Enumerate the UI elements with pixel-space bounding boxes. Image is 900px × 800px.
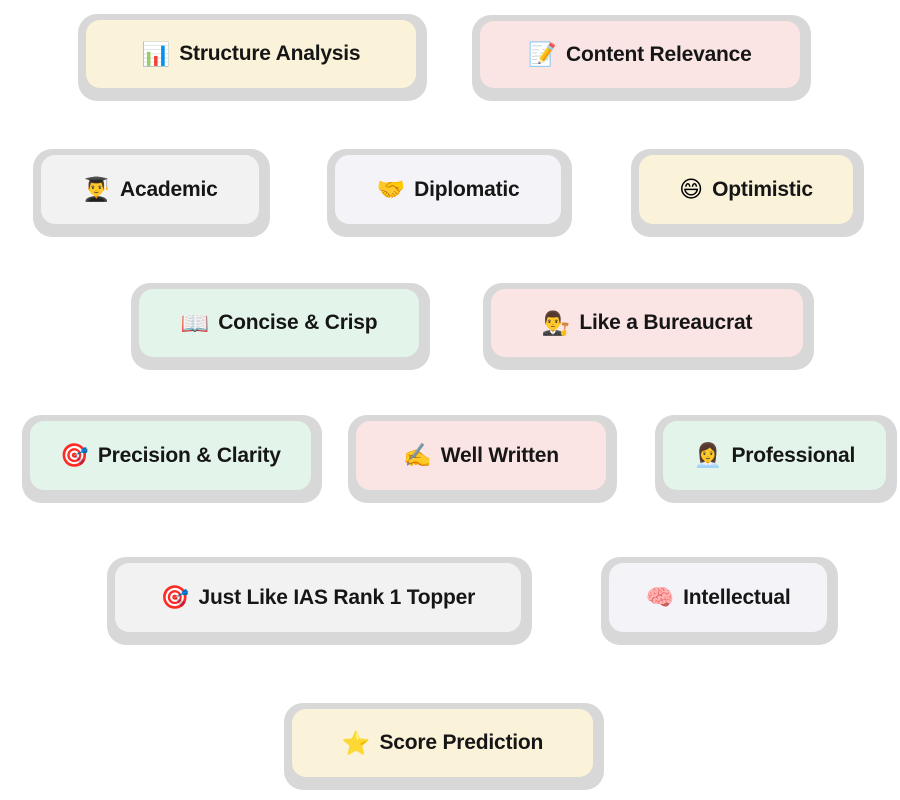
chip-ias-rank-1-topper[interactable]: 🎯 Just Like IAS Rank 1 Topper — [107, 557, 532, 645]
chip-intellectual[interactable]: 🧠 Intellectual — [601, 557, 838, 645]
chip-label: Well Written — [440, 443, 559, 467]
memo-icon: 📝 — [528, 41, 557, 67]
writing-hand-icon: ✍️ — [403, 442, 432, 468]
target-icon: 🎯 — [60, 442, 89, 468]
chip-surface: 🤝 Diplomatic — [335, 155, 561, 224]
grinning-face-icon: 😄 — [679, 176, 704, 202]
chip-surface: 🎯 Just Like IAS Rank 1 Topper — [115, 563, 521, 632]
chip-well-written[interactable]: ✍️ Well Written — [348, 415, 617, 503]
chip-optimistic[interactable]: 😄 Optimistic — [631, 149, 864, 237]
chip-surface: 👨‍🎓 Academic — [41, 155, 259, 224]
chip-concise-crisp[interactable]: 📖 Concise & Crisp — [131, 283, 430, 370]
chip-surface: ⭐ Score Prediction — [292, 709, 593, 777]
chip-surface: ✍️ Well Written — [356, 421, 606, 490]
chip-professional[interactable]: 👩‍💼 Professional — [655, 415, 897, 503]
chip-diplomatic[interactable]: 🤝 Diplomatic — [327, 149, 572, 237]
chip-content-relevance[interactable]: 📝 Content Relevance — [472, 15, 811, 101]
chip-surface: 😄 Optimistic — [639, 155, 853, 224]
chip-label: Diplomatic — [414, 177, 520, 201]
chip-structure-analysis[interactable]: 📊 Structure Analysis — [78, 14, 427, 101]
office-worker-icon: 👩‍💼 — [693, 442, 723, 468]
chip-surface: 🎯 Precision & Clarity — [30, 421, 311, 490]
bar-chart-icon: 📊 — [141, 40, 171, 67]
chip-surface: 📝 Content Relevance — [480, 21, 800, 88]
open-book-icon: 📖 — [180, 309, 210, 336]
chip-surface: 👨‍⚖️ Like a Bureaucrat — [491, 289, 803, 357]
chip-surface: 📊 Structure Analysis — [86, 20, 416, 88]
graduate-icon: 👨‍🎓 — [82, 176, 111, 202]
target-icon: 🎯 — [160, 584, 190, 610]
chip-surface: 👩‍💼 Professional — [663, 421, 886, 490]
chip-label: Optimistic — [712, 177, 813, 201]
chip-surface: 📖 Concise & Crisp — [139, 289, 419, 357]
chip-score-prediction[interactable]: ⭐ Score Prediction — [284, 703, 604, 790]
chip-label: Like a Bureaucrat — [579, 311, 753, 334]
chip-label: Professional — [731, 443, 856, 467]
chip-label: Intellectual — [683, 585, 791, 609]
judge-icon: 👨‍⚖️ — [541, 309, 571, 336]
chip-label: Precision & Clarity — [97, 443, 281, 467]
star-icon: ⭐ — [341, 729, 371, 756]
chip-label: Score Prediction — [379, 731, 544, 754]
chip-precision-clarity[interactable]: 🎯 Precision & Clarity — [22, 415, 322, 503]
chip-label: Just Like IAS Rank 1 Topper — [198, 585, 476, 609]
chip-label: Academic — [120, 177, 218, 201]
chip-label: Content Relevance — [565, 42, 752, 66]
chip-label: Concise & Crisp — [218, 311, 378, 334]
brain-icon: 🧠 — [645, 584, 675, 610]
handshake-icon: 🤝 — [376, 176, 406, 202]
chip-like-a-bureaucrat[interactable]: 👨‍⚖️ Like a Bureaucrat — [483, 283, 814, 370]
chip-surface: 🧠 Intellectual — [609, 563, 827, 632]
chip-label: Structure Analysis — [179, 42, 361, 65]
chip-academic[interactable]: 👨‍🎓 Academic — [33, 149, 270, 237]
